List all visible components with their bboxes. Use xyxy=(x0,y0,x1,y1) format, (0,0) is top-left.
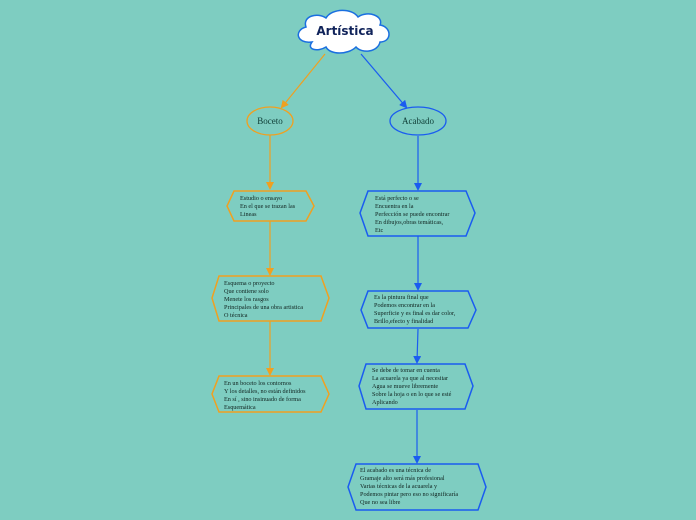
acabado-node-3[interactable] xyxy=(358,363,474,410)
boceto-label: Boceto xyxy=(257,116,283,126)
text-line: Perfección se puede encontrar xyxy=(375,211,450,218)
acabado-node-3-text: Se debe de tomar en cuenta La acuarela y… xyxy=(372,367,451,407)
text-line: Esquemática xyxy=(224,404,256,411)
boceto-oval[interactable] xyxy=(246,106,294,136)
text-line: Agua se mueve libremente xyxy=(372,383,439,390)
text-line: En dibujos,obras temáticas, xyxy=(375,219,444,226)
right-connectors xyxy=(360,53,422,464)
acabado-node-4[interactable] xyxy=(347,463,487,511)
text-line: El acabado es una técnica de xyxy=(360,467,431,474)
text-line: Encuentra en la xyxy=(375,203,414,210)
text-line: Brillo,efecto y finalidad xyxy=(374,318,434,325)
text-line: O técnica xyxy=(224,312,248,319)
text-line: Sobre la hoja o en lo que se esté xyxy=(372,391,452,398)
acabado-oval[interactable] xyxy=(389,106,447,136)
text-line: Podemos pintar pero eso no significaría xyxy=(360,491,459,498)
text-line: La acuarela ya que al necesitar xyxy=(372,375,449,382)
text-line: Es la pintura final que xyxy=(374,294,429,301)
text-line: Menete los rasgos xyxy=(224,296,269,303)
boceto-node-1[interactable] xyxy=(226,190,315,222)
text-line: Se debe de tomar en cuenta xyxy=(372,367,440,374)
text-line: Etc xyxy=(375,227,384,234)
acabado-label: Acabado xyxy=(402,116,434,126)
text-line: Y los detalles, no están definidos xyxy=(224,388,306,395)
text-line: Superficie y es final es dar color, xyxy=(374,310,456,317)
text-line: Lineas xyxy=(240,211,257,218)
text-line: Estudio o ensayo xyxy=(240,195,283,202)
boceto-node-2-text: Esquema o proyecto Que contiene solo Men… xyxy=(224,280,303,320)
text-line: Que contiene solo xyxy=(224,288,269,295)
text-line: Esquema o proyecto xyxy=(224,280,275,287)
text-line: Aplicando xyxy=(372,399,398,406)
text-line: Que no sea libre xyxy=(360,499,401,506)
text-line: Principales de una obra artistica xyxy=(224,304,304,311)
acabado-node-2-text: Es la pintura final que Podemos encontra… xyxy=(374,294,455,326)
left-connectors xyxy=(266,53,326,376)
acabado-node-1-text: Está perfecto o se Encuentra en la Perfe… xyxy=(375,195,449,235)
acabado-node-4-text: El acabado es una técnica de Gramaje alt… xyxy=(360,467,458,507)
boceto-node-3-text: En un boceto los contornos Y los detalle… xyxy=(224,380,306,412)
acabado-node-1[interactable] xyxy=(359,190,476,237)
boceto-node-3[interactable] xyxy=(211,375,330,413)
boceto-node-2[interactable] xyxy=(211,275,330,322)
text-line: En el que se trazan las xyxy=(240,203,296,210)
text-line: Está perfecto o se xyxy=(375,195,419,202)
acabado-node-2[interactable] xyxy=(360,290,477,329)
root-cloud[interactable] xyxy=(297,9,390,54)
boceto-node-1-text: Estudio o ensayo En el que se trazan las… xyxy=(240,195,295,219)
text-line: Gramaje alto será más profesional xyxy=(360,475,445,482)
text-line: En sí , sino insinuado de forma xyxy=(224,396,301,403)
text-line: Podemos encontrar en la xyxy=(374,302,435,309)
root-title: Artística xyxy=(316,24,374,38)
text-line: En un boceto los contornos xyxy=(224,380,292,387)
text-line: Varias técnicas de la acuarela y xyxy=(360,483,438,490)
